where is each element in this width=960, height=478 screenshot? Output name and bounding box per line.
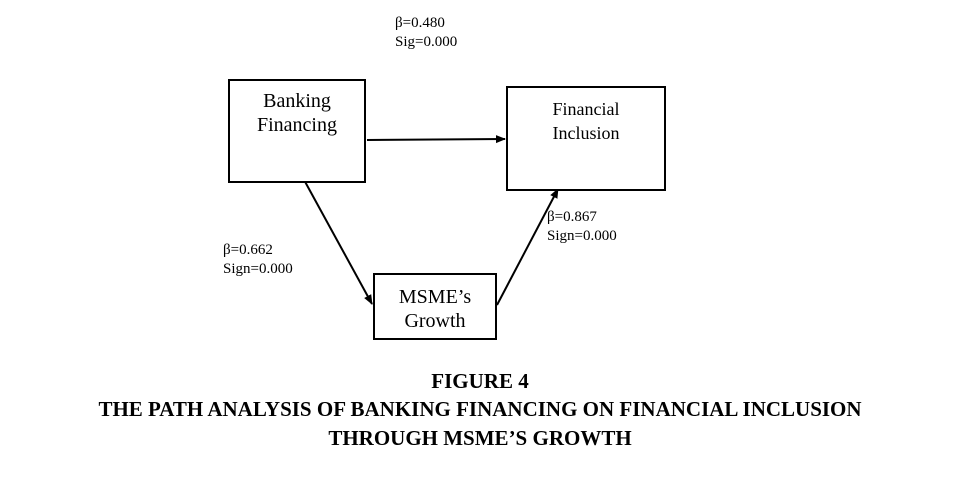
beta-value: β=0.480: [395, 15, 445, 31]
node-label-line: Financial: [552, 99, 620, 119]
arrow-banking-to-msme: [302, 177, 373, 305]
sig-value: Sig=0.000: [395, 34, 458, 50]
coefficient-banking-to-financial: β=0.480 Sig=0.000: [395, 14, 457, 52]
node-msme-growth: MSME’s Growth: [373, 273, 497, 340]
figure-number: FIGURE 4: [431, 369, 529, 393]
coefficient-msme-to-financial: β=0.867 Sign=0.000: [547, 208, 617, 246]
arrow-banking-to-financial: [366, 135, 506, 144]
coefficient-banking-to-msme: β=0.662 Sign=0.000: [223, 241, 293, 279]
beta-value: β=0.662: [223, 242, 273, 258]
figure-caption-line: THROUGH MSME’S GROWTH: [328, 426, 632, 450]
figure-caption-line: THE PATH ANALYSIS OF BANKING FINANCING O…: [98, 397, 862, 421]
sig-value: Sign=0.000: [547, 228, 617, 244]
node-label-line: Financing: [257, 114, 337, 136]
arrow-msme-to-financial: [496, 188, 559, 306]
sig-value: Sign=0.000: [223, 261, 293, 277]
beta-value: β=0.867: [547, 209, 597, 225]
node-label-line: MSME’s: [398, 286, 472, 308]
node-banking-financing: Banking Financing: [228, 79, 366, 183]
node-label-line: Inclusion: [552, 123, 620, 143]
node-financial-inclusion: Financial Inclusion: [506, 86, 666, 191]
node-label-line: Growth: [404, 310, 466, 332]
node-label-line: Banking: [263, 90, 331, 112]
